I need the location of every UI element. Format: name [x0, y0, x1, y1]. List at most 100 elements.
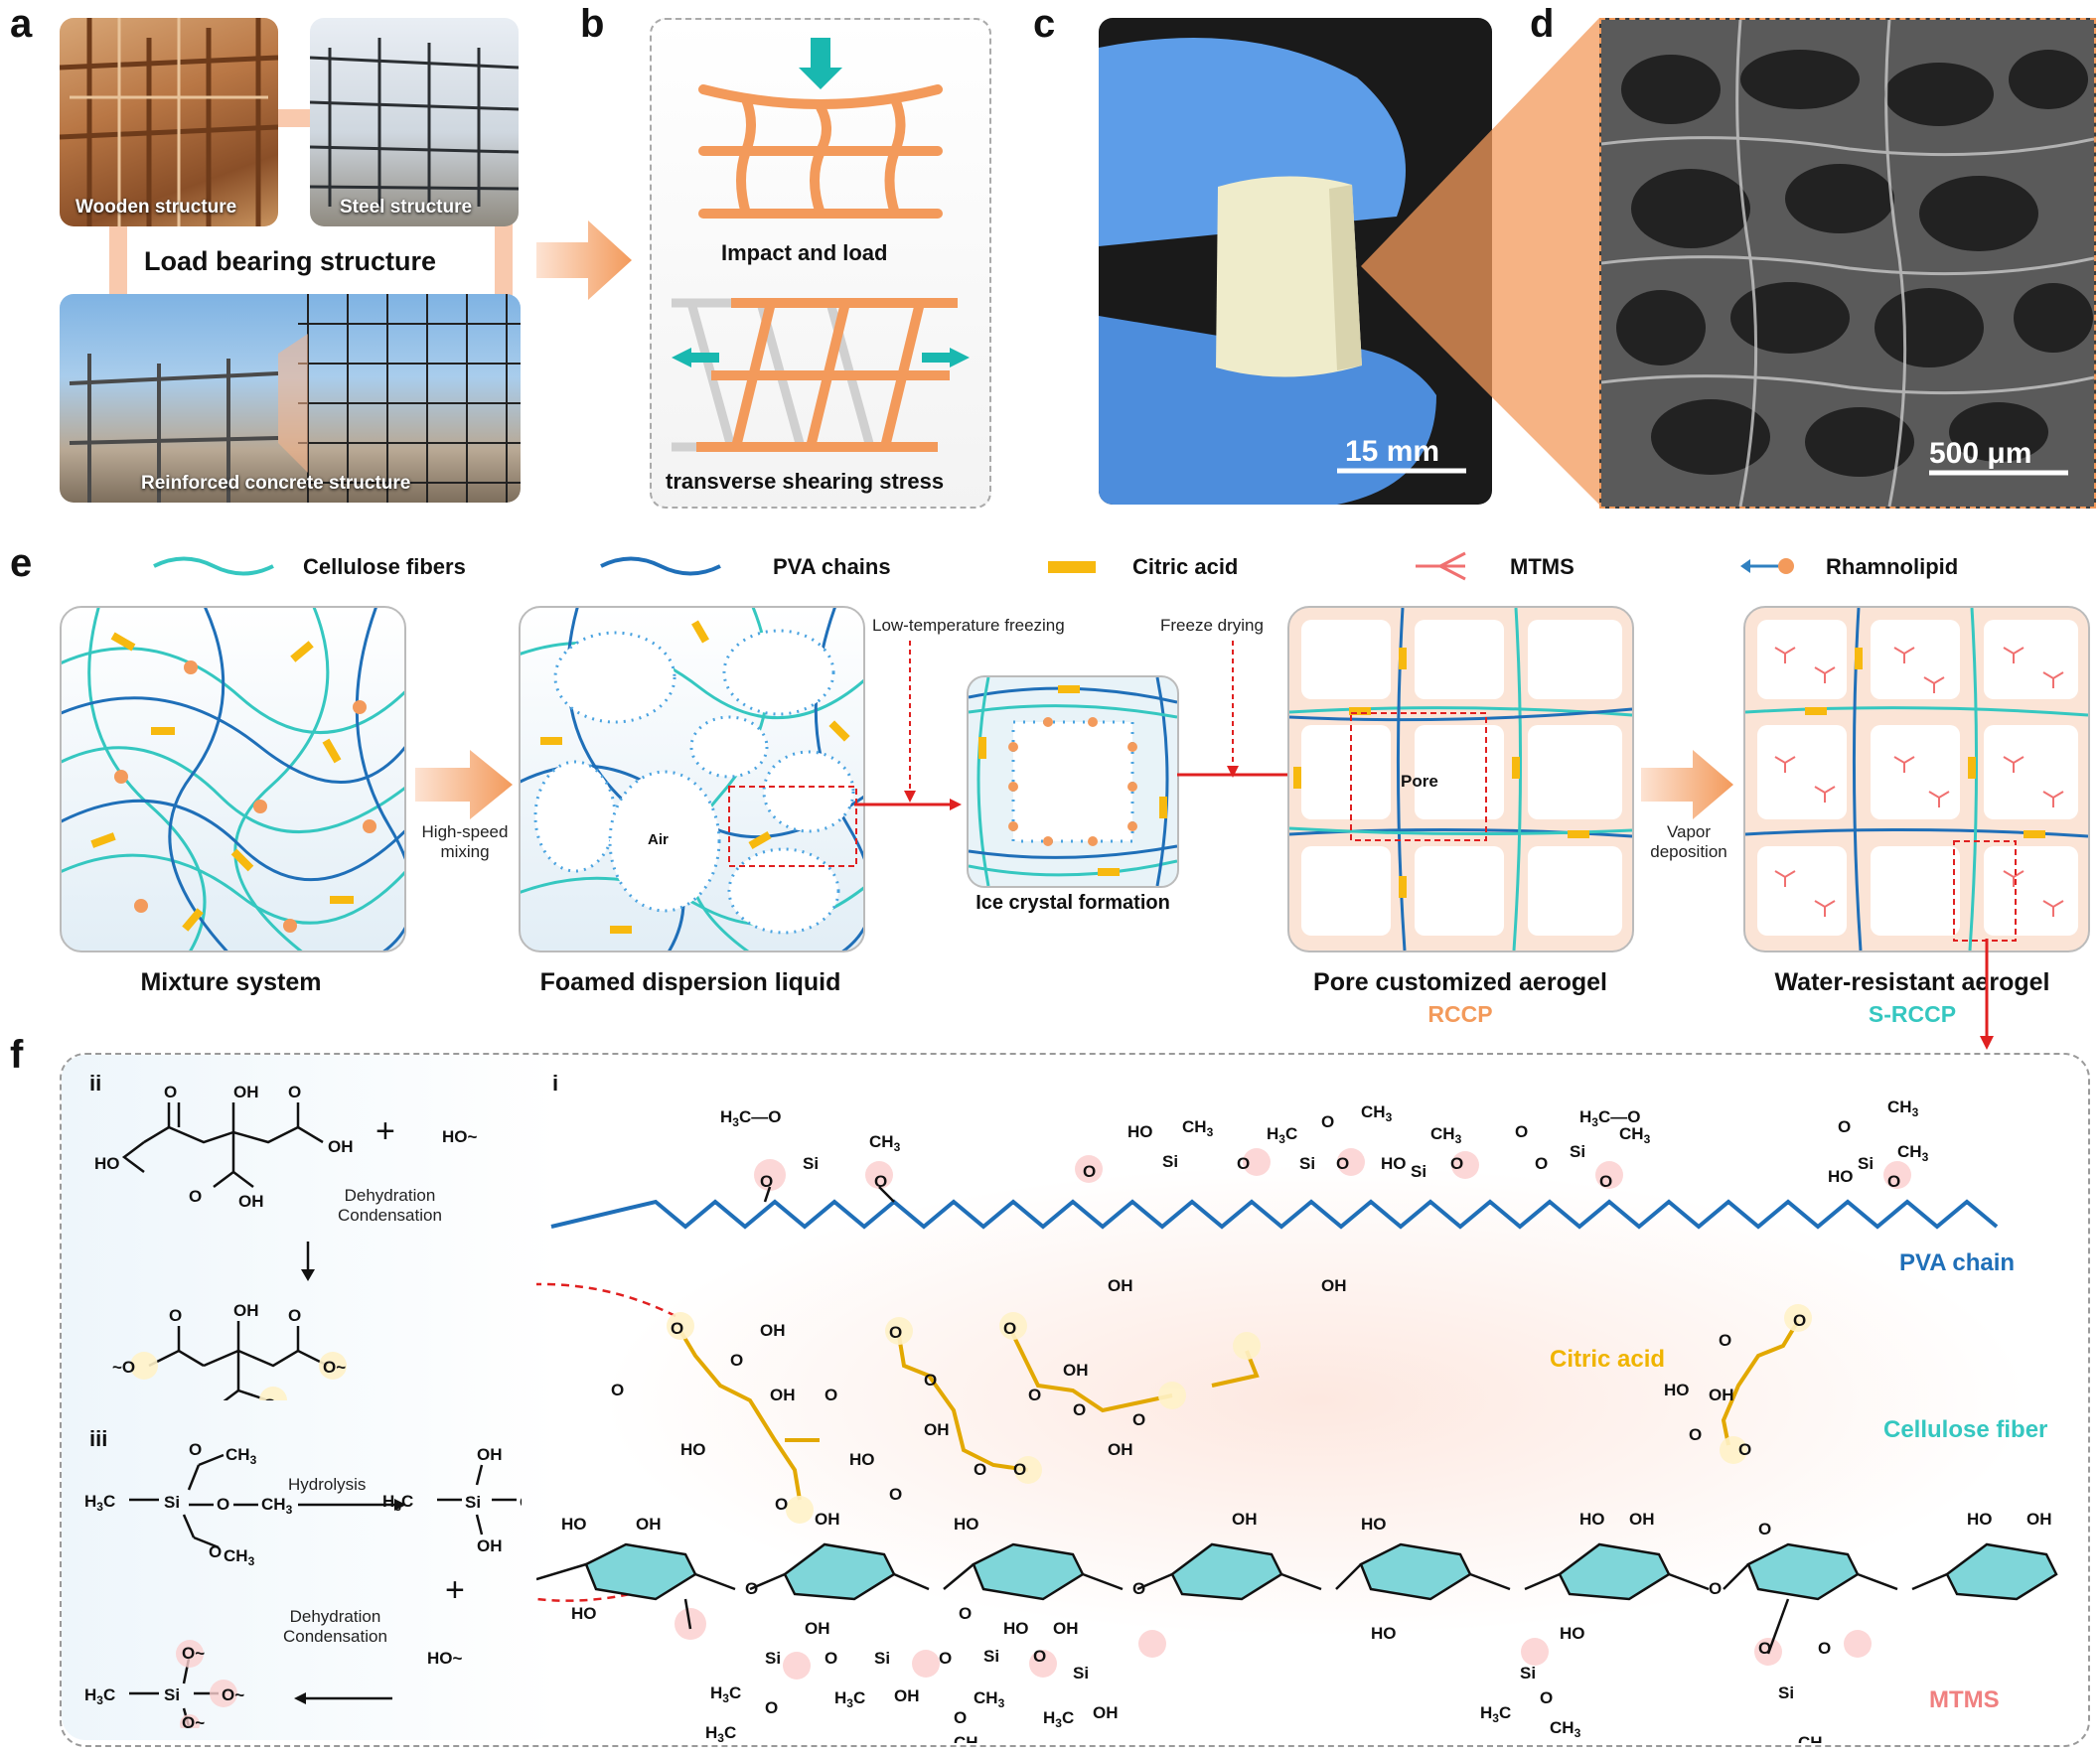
svg-text:HO: HO [680, 1440, 706, 1459]
high-speed-mixing-label: High-speed mixing [415, 822, 515, 862]
svg-text:OH: OH [1629, 1510, 1655, 1529]
svg-text:O~: O~ [182, 1644, 205, 1663]
foamed-dispersion-label: Foamed dispersion liquid [539, 968, 841, 996]
svg-text:O: O [1535, 1154, 1548, 1173]
svg-text:O: O [730, 1351, 743, 1370]
svg-text:Si: Si [1520, 1664, 1536, 1683]
freeze-drying-label: Freeze drying [1160, 616, 1264, 635]
svg-text:Si: Si [983, 1647, 999, 1666]
svg-text:HO: HO [1664, 1381, 1690, 1399]
panel-label-c: c [1033, 2, 1056, 46]
svg-text:O: O [924, 1371, 937, 1390]
panel-label-b: b [580, 2, 605, 46]
load-arrow-icon [799, 38, 842, 89]
svg-text:OH: OH [328, 1137, 354, 1156]
svg-text:O: O [209, 1542, 222, 1561]
svg-text:O: O [1758, 1520, 1771, 1538]
shear-left-arrow-icon [672, 348, 719, 367]
wooden-frame-lines [60, 18, 278, 226]
svg-text:CH3: CH3 [1798, 1733, 1830, 1743]
svg-text:OH: OH [1093, 1703, 1119, 1722]
svg-text:Si: Si [1411, 1162, 1426, 1181]
svg-text:Si: Si [1162, 1152, 1178, 1171]
svg-text:O: O [1818, 1639, 1831, 1658]
plus-sign-ii: + [375, 1112, 395, 1150]
ho-reactant-iii: HO~ [427, 1649, 463, 1668]
svg-text:O: O [1599, 1172, 1612, 1191]
svg-text:CH3: CH3 [1897, 1142, 1929, 1164]
svg-text:CH3: CH3 [1361, 1102, 1393, 1124]
svg-text:O: O [889, 1323, 902, 1342]
svg-text:OH: OH [1108, 1440, 1133, 1459]
dehydration-text-ii: Dehydration [344, 1186, 436, 1205]
svg-text:O: O [1450, 1154, 1463, 1173]
svg-text:HO: HO [1127, 1122, 1153, 1141]
high-speed-line-1: High-speed [421, 822, 509, 841]
svg-text:Si: Si [164, 1685, 180, 1704]
svg-text:O: O [611, 1381, 624, 1399]
svg-text:O: O [939, 1649, 952, 1668]
svg-text:O: O [1540, 1688, 1553, 1707]
svg-text:O~: O~ [263, 1395, 286, 1400]
svg-text:H3C: H3C [705, 1723, 736, 1743]
pva-chain-label: PVA chain [1899, 1249, 2016, 1276]
svg-text:O: O [889, 1485, 902, 1504]
condensation-text-iii: Condensation [283, 1627, 387, 1646]
svg-text:O: O [874, 1172, 887, 1191]
legend-mtms: MTMS [1510, 554, 1575, 579]
svg-text:H3C: H3C [834, 1688, 865, 1710]
water-resistant-aerogel-label: Water-resistant aerogel [1774, 968, 2050, 996]
svg-text:CH3: CH3 [224, 1546, 255, 1568]
vapor-line-1: Vapor [1666, 822, 1712, 841]
water-resistant-aerogel-box [1743, 606, 2090, 952]
svg-text:CH3: CH3 [1430, 1124, 1462, 1146]
svg-text:H3C: H3C [1267, 1124, 1297, 1146]
svg-text:O: O [745, 1579, 758, 1598]
svg-text:OH: OH [1053, 1619, 1079, 1638]
svg-text:O: O [1689, 1425, 1702, 1444]
legend-rhamnolipid: Rhamnolipid [1826, 554, 1959, 579]
mtms-icon [1416, 551, 1466, 581]
svg-text:CH3: CH3 [261, 1495, 293, 1517]
svg-text:O: O [189, 1440, 202, 1459]
svg-text:OH: OH [477, 1445, 503, 1464]
svg-text:HO: HO [1003, 1619, 1029, 1638]
svg-text:O: O [1013, 1460, 1026, 1479]
red-arrow-icon [950, 799, 962, 810]
svg-text:HO: HO [1560, 1624, 1585, 1643]
svg-text:HO: HO [1828, 1167, 1854, 1186]
svg-text:O: O [1793, 1311, 1806, 1330]
svg-text:Si: Si [1858, 1154, 1874, 1173]
sub-label-iii: iii [89, 1426, 108, 1451]
panel-label-f: f [10, 1033, 24, 1077]
svg-text:HO: HO [849, 1450, 875, 1469]
svg-text:OH: OH [805, 1619, 830, 1638]
svg-text:O: O [1838, 1117, 1851, 1136]
svg-text:H3C—O: H3C—O [720, 1107, 781, 1129]
mechanics-schematic [672, 38, 970, 452]
svg-text:O: O [288, 1306, 301, 1325]
svg-text:O: O [1709, 1579, 1722, 1598]
panel-b: Impact and load transverse shearing stre… [650, 18, 991, 509]
vapor-line-2: deposition [1650, 842, 1727, 861]
svg-text:H3C: H3C [1043, 1708, 1074, 1730]
scale-bar-15mm: 15 mm [1345, 435, 1440, 468]
svg-text:O~: O~ [323, 1358, 346, 1377]
gloved-hand-sample [1099, 38, 1466, 505]
svg-text:HO: HO [1579, 1510, 1605, 1529]
mixing-arrow [415, 750, 513, 819]
svg-text:O: O [1132, 1410, 1145, 1429]
low-temp-freezing-label: Low-temperature freezing [872, 616, 1065, 635]
svg-text:O: O [1515, 1122, 1528, 1141]
legend-citric: Citric acid [1132, 554, 1239, 579]
svg-text:O: O [169, 1306, 182, 1325]
concrete-structure-photo: Reinforced concrete structure [60, 294, 521, 503]
ice-crystal-box [967, 675, 1179, 888]
svg-text:HO: HO [954, 1515, 979, 1534]
hydrolysis-label: Hydrolysis [288, 1475, 367, 1494]
svg-text:HO: HO [1381, 1154, 1407, 1173]
panel-label-d: d [1530, 2, 1555, 46]
mtms-label: MTMS [1929, 1686, 2000, 1713]
